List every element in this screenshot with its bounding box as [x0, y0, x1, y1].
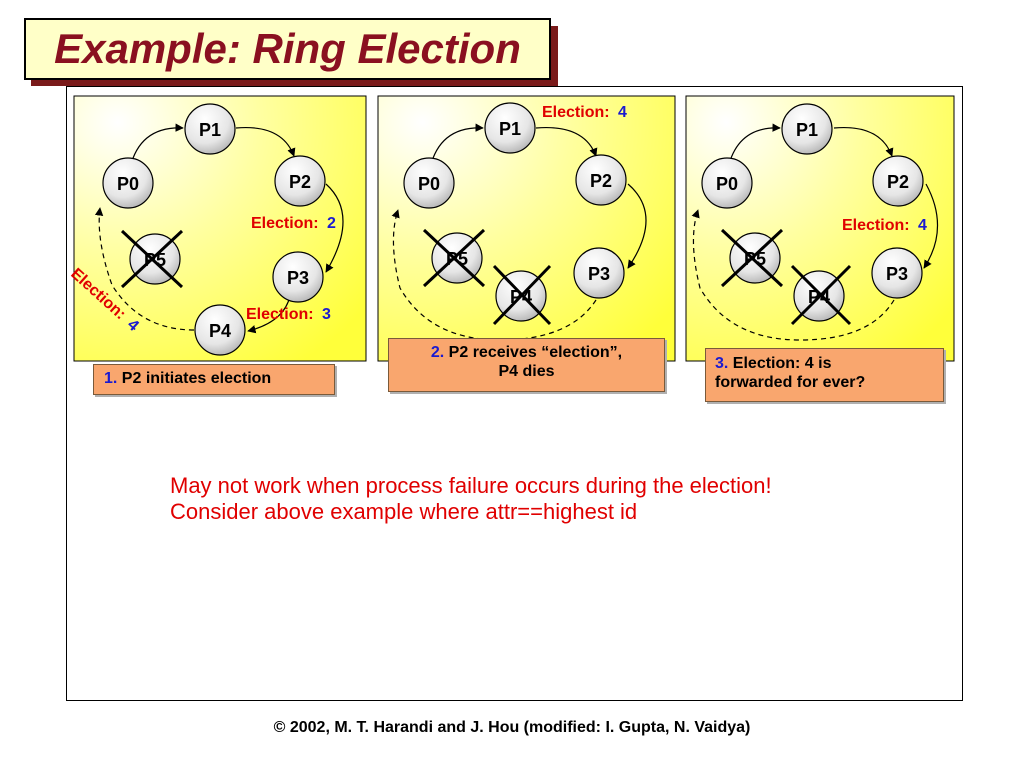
panel-3: P1 P0 P2 P5 P3 P4 Election: 4 — [685, 95, 955, 362]
panel-2: P1 P0 P2 P5 P3 P4 Election: 4 — [377, 95, 676, 362]
caption-number: 2. — [430, 344, 445, 361]
caption-text: forwarded for ever? — [715, 374, 866, 391]
node-p1-label: P1 — [199, 120, 221, 140]
caption-text: P4 dies — [498, 363, 555, 380]
node-p0: P0 — [403, 157, 455, 209]
node-p5: P5 — [720, 228, 784, 288]
notice-line-1: May not work when process failure occurs… — [170, 473, 772, 498]
node-p2-label: P2 — [289, 172, 311, 192]
notice-line-2: Consider above example where attr==highe… — [170, 499, 638, 524]
arrow-p2-p3 — [325, 183, 344, 273]
arrow-p3-p0-dashed — [691, 209, 895, 341]
caption-step-2: 2. P2 receives “election”, P4 dies — [388, 338, 665, 392]
caption-number: 1. — [104, 370, 118, 387]
arrow-p2-p3 — [627, 183, 647, 269]
election-label: Election: — [246, 306, 314, 323]
node-p4: P4 — [194, 304, 246, 356]
copyright-footer: © 2002, M. T. Harandi and J. Hou (modifi… — [273, 719, 751, 736]
node-p0-label: P0 — [117, 174, 139, 194]
node-p5: P5 — [422, 228, 486, 288]
arrow-p1-p2 — [535, 126, 598, 157]
caption-text: P2 receives “election”, — [448, 344, 623, 361]
caption-text: Election: 4 is — [732, 355, 832, 372]
node-p3-label: P3 — [886, 264, 908, 284]
election-label: Election: — [542, 104, 610, 121]
node-p3: P3 — [573, 247, 625, 299]
election-label: Election: — [842, 217, 910, 234]
caption-number: 3. — [715, 355, 729, 372]
node-p4: P4 — [790, 264, 852, 326]
node-p0-label: P0 — [716, 174, 738, 194]
arrow-p4-p0-dashed — [94, 207, 195, 331]
node-p0-label: P0 — [418, 174, 440, 194]
title-box: Example: Ring Election — [24, 18, 551, 80]
dead-cross — [120, 229, 184, 289]
node-p5: P5 — [120, 229, 184, 289]
node-p4-label: P4 — [209, 321, 231, 341]
failure-notice: May not work when process failure occurs… — [170, 473, 930, 525]
dead-cross — [720, 228, 784, 288]
node-p0: P0 — [701, 157, 753, 209]
node-p1-label: P1 — [796, 120, 818, 140]
node-p4: P4 — [492, 264, 552, 326]
caption-step-1: 1. P2 initiates election — [93, 364, 335, 395]
election-value: 3 — [322, 306, 331, 323]
election-message-4: Election: 4 — [842, 217, 927, 234]
arrow-p1-p2 — [235, 126, 296, 157]
node-p2-label: P2 — [590, 171, 612, 191]
node-p3-label: P3 — [287, 268, 309, 288]
node-p2: P2 — [274, 155, 326, 207]
node-p1-label: P1 — [499, 119, 521, 139]
dead-cross — [790, 264, 852, 326]
election-message-3: Election: 3 — [246, 306, 331, 323]
page-title: Example: Ring Election — [54, 25, 521, 72]
node-p2-label: P2 — [887, 172, 909, 192]
node-p3: P3 — [272, 251, 324, 303]
dead-cross — [492, 264, 552, 326]
election-label: Election: — [251, 215, 319, 232]
arrow-p1-p2 — [833, 126, 894, 157]
node-p3-label: P3 — [588, 264, 610, 284]
caption-line: 3. Election: 4 is — [715, 354, 943, 373]
dead-cross — [422, 228, 486, 288]
caption-line: 2. P2 receives “election”, — [395, 343, 658, 362]
arrow-p2-p3 — [923, 183, 939, 269]
node-p3: P3 — [871, 247, 923, 299]
node-p1: P1 — [781, 103, 833, 155]
node-p2: P2 — [575, 154, 627, 206]
election-message-2: Election: 2 — [251, 215, 336, 232]
caption-text: P2 initiates election — [121, 370, 272, 387]
node-p1: P1 — [184, 103, 236, 155]
arrow-p3-p0-dashed — [391, 209, 597, 341]
election-value: 4 — [618, 104, 627, 121]
election-value: 2 — [327, 215, 336, 232]
election-value: 4 — [918, 217, 927, 234]
node-p0: P0 — [102, 157, 154, 209]
content-frame — [66, 86, 963, 701]
panel-1: P1 P0 P2 P5 P3 P4 Election: 2 — [67, 95, 367, 362]
caption-step-3: 3. Election: 4 is forwarded for ever? — [705, 348, 944, 402]
node-p2: P2 — [872, 155, 924, 207]
node-p1: P1 — [484, 102, 536, 154]
election-message-4: Election: 4 — [542, 104, 627, 121]
